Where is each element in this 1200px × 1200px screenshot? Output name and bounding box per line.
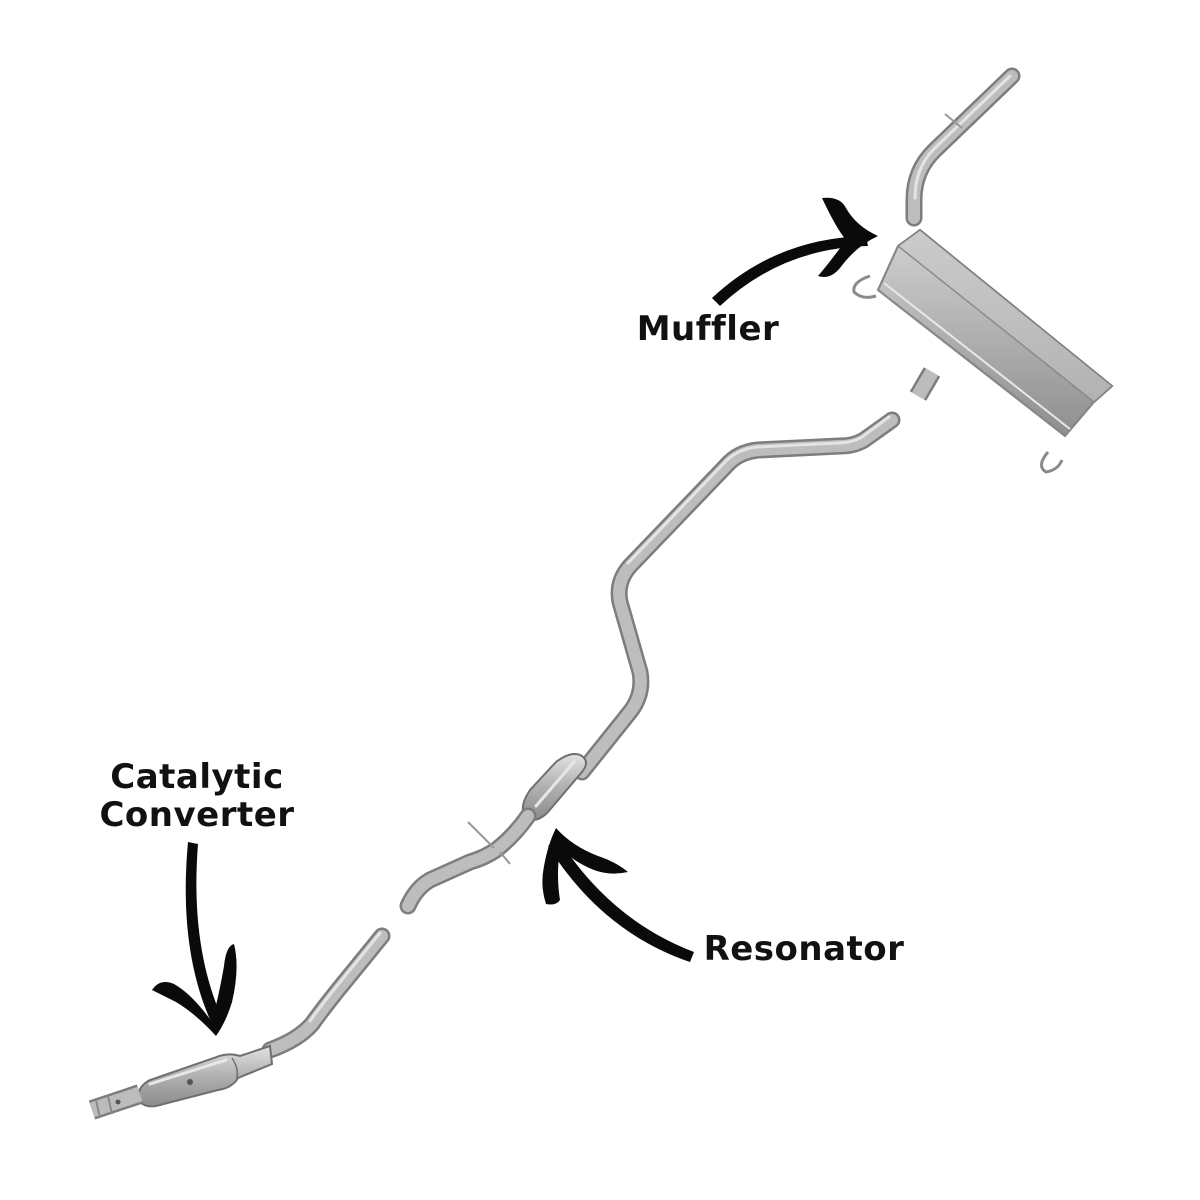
catalytic-converter-arrow — [152, 842, 237, 1036]
catalytic-converter-label: Catalytic Converter — [94, 758, 300, 834]
intermediate-pipe — [573, 411, 901, 781]
tailpipe-hanger-rod — [944, 113, 963, 129]
resonator-arrow — [542, 828, 694, 962]
muffler-label-text: Muffler — [636, 309, 780, 349]
front-pipe — [261, 927, 391, 1059]
tailpipe — [905, 67, 1021, 227]
muffler — [852, 228, 1114, 474]
catalytic-converter-label-line1: Catalytic — [110, 757, 284, 797]
resonator-label: Resonator — [702, 930, 906, 968]
catalytic-converter — [88, 1044, 274, 1120]
catalytic-converter-label-line2: Converter — [99, 795, 295, 835]
muffler-label: Muffler — [636, 310, 780, 348]
resonator — [399, 753, 587, 915]
resonator-label-text: Resonator — [703, 929, 905, 969]
muffler-arrow — [712, 197, 878, 306]
